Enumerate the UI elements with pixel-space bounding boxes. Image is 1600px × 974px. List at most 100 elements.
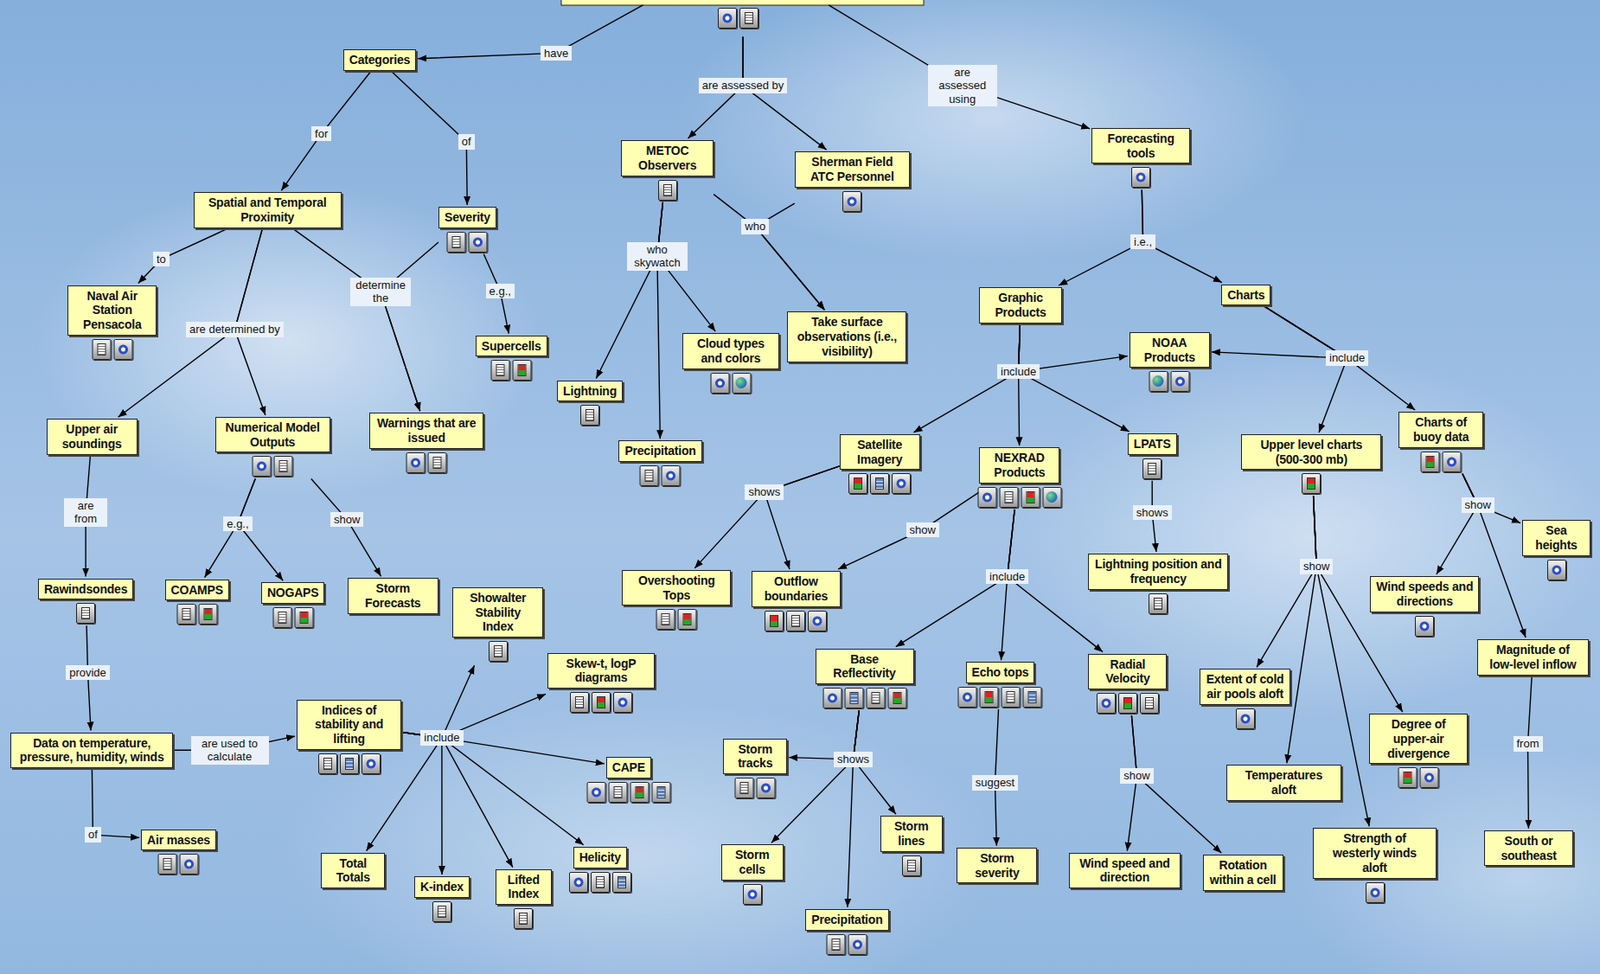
icon-glyph bbox=[1551, 564, 1562, 576]
resource-icon bbox=[651, 781, 671, 803]
resource-icon bbox=[1118, 692, 1138, 714]
concept-box: Warnings that are issued bbox=[369, 412, 484, 449]
concept-text: Take surface observations (i.e., visibil… bbox=[793, 314, 901, 359]
icon-glyph bbox=[665, 470, 677, 481]
resource-icon bbox=[1547, 559, 1567, 581]
concept-box: Lifted Index bbox=[495, 869, 552, 906]
concept-text: Charts bbox=[1227, 288, 1265, 303]
cut-off-box bbox=[561, 0, 924, 6]
resource-icon bbox=[742, 883, 762, 905]
concept-box: CAPE bbox=[606, 756, 652, 779]
icon-glyph bbox=[849, 691, 858, 704]
concept-text: Forecasting tools bbox=[1097, 131, 1184, 161]
icon-glyph bbox=[852, 939, 864, 950]
resource-icon bbox=[608, 781, 628, 803]
resource-icon bbox=[176, 603, 196, 625]
resource-icon bbox=[447, 231, 467, 253]
icon-row bbox=[656, 608, 698, 630]
concept-text: Charts of buoy data bbox=[1404, 415, 1478, 445]
icon-row bbox=[158, 853, 199, 875]
icon-glyph bbox=[714, 377, 725, 389]
icon-glyph bbox=[96, 343, 106, 356]
linking-phrase: shows bbox=[833, 751, 873, 768]
concept-box: COAMPS bbox=[165, 579, 230, 602]
concept-box: Storm severity bbox=[956, 847, 1037, 884]
connector bbox=[204, 479, 256, 578]
icon-row bbox=[848, 473, 911, 494]
concept-box: Charts bbox=[1221, 284, 1271, 307]
resource-icon bbox=[1365, 882, 1385, 903]
concept-box: NOAA Products bbox=[1129, 332, 1210, 369]
connector bbox=[138, 228, 229, 284]
concept-box: Forecasting tools bbox=[1091, 128, 1191, 165]
concept-text: Naval Air Station Pensacola bbox=[73, 288, 151, 333]
resource-icon bbox=[76, 602, 96, 624]
concept-text: Helicity bbox=[579, 850, 621, 865]
concept-box: Severity bbox=[438, 206, 497, 229]
concept-box: LPATS bbox=[1127, 433, 1178, 455]
icon-glyph bbox=[744, 12, 754, 25]
resource-icon bbox=[842, 191, 862, 212]
resource-icon bbox=[339, 753, 359, 775]
concept-box: Take surface observations (i.e., visibil… bbox=[787, 311, 907, 362]
resource-icon bbox=[318, 753, 338, 775]
icon-glyph bbox=[683, 613, 692, 626]
icon-glyph bbox=[573, 876, 584, 888]
concept-text: NEXRAD Products bbox=[985, 450, 1054, 480]
icon-row bbox=[491, 359, 532, 381]
linking-phrase: are used to calculate bbox=[191, 736, 269, 765]
icon-glyph bbox=[1240, 713, 1251, 724]
resource-icon bbox=[865, 687, 885, 709]
icon-glyph bbox=[747, 889, 758, 900]
linking-phrase: who bbox=[741, 218, 769, 235]
resource-icon bbox=[1148, 593, 1168, 615]
linking-phrase: i.e., bbox=[1130, 234, 1156, 250]
concept-text: Rotation within a cell bbox=[1209, 857, 1278, 888]
resource-icon bbox=[822, 687, 842, 709]
concept-box: Sherman Field ATC Personnel bbox=[794, 151, 910, 188]
concept-box: NEXRAD Products bbox=[979, 447, 1060, 484]
icon-row bbox=[406, 452, 448, 474]
linking-phrase: show bbox=[1461, 497, 1495, 513]
icon-glyph bbox=[1135, 172, 1146, 183]
concept-text: Storm tracks bbox=[729, 742, 781, 772]
concept-box: Storm Forecasts bbox=[347, 577, 439, 615]
icon-row bbox=[822, 687, 907, 709]
icon-glyph bbox=[722, 12, 733, 24]
icon-glyph bbox=[1028, 691, 1037, 704]
icon-glyph bbox=[617, 697, 628, 708]
resource-icon bbox=[569, 691, 589, 713]
connector bbox=[311, 479, 382, 577]
concept-text: Precipitation bbox=[624, 443, 696, 459]
connector bbox=[292, 228, 421, 411]
linking-phrase: shows bbox=[1132, 505, 1172, 521]
resource-icon bbox=[1149, 371, 1169, 392]
concept-text: Categories bbox=[349, 52, 410, 68]
concept-text: NOAA Products bbox=[1135, 335, 1204, 365]
concept-text: Rawindsondes bbox=[44, 582, 128, 597]
linking-phrase: include bbox=[1325, 350, 1369, 366]
linking-phrase: are from bbox=[64, 498, 108, 527]
icon-glyph bbox=[518, 364, 527, 377]
concept-text: Wind speed and direction bbox=[1075, 856, 1175, 886]
linking-phrase: have bbox=[540, 45, 572, 62]
concept-text: Showalter Stability Index bbox=[458, 590, 538, 634]
concept-text: Storm cells bbox=[727, 847, 778, 877]
connector-line bbox=[828, 5, 1090, 129]
concept-box: Spatial and Temporal Proximity bbox=[193, 192, 342, 229]
concept-text: Base Reflectivity bbox=[821, 652, 909, 682]
resource-icon bbox=[513, 908, 533, 929]
concept-box: Showalter Stability Index bbox=[452, 587, 544, 638]
concept-box: Supercells bbox=[475, 335, 548, 358]
icon-row bbox=[1420, 451, 1462, 473]
linking-phrase: are determined by bbox=[185, 321, 284, 338]
concept-text: Precipitation bbox=[811, 912, 883, 928]
linking-phrase: who skywatch bbox=[627, 242, 688, 271]
concept-box: Precipitation bbox=[618, 440, 702, 462]
concept-box: Indices of stability and lifting bbox=[296, 699, 402, 750]
icon-glyph bbox=[365, 758, 377, 769]
concept-box: Wind speed and direction bbox=[1068, 852, 1181, 890]
icon-row bbox=[1398, 767, 1440, 788]
icon-row bbox=[586, 781, 671, 803]
connector bbox=[380, 242, 439, 411]
